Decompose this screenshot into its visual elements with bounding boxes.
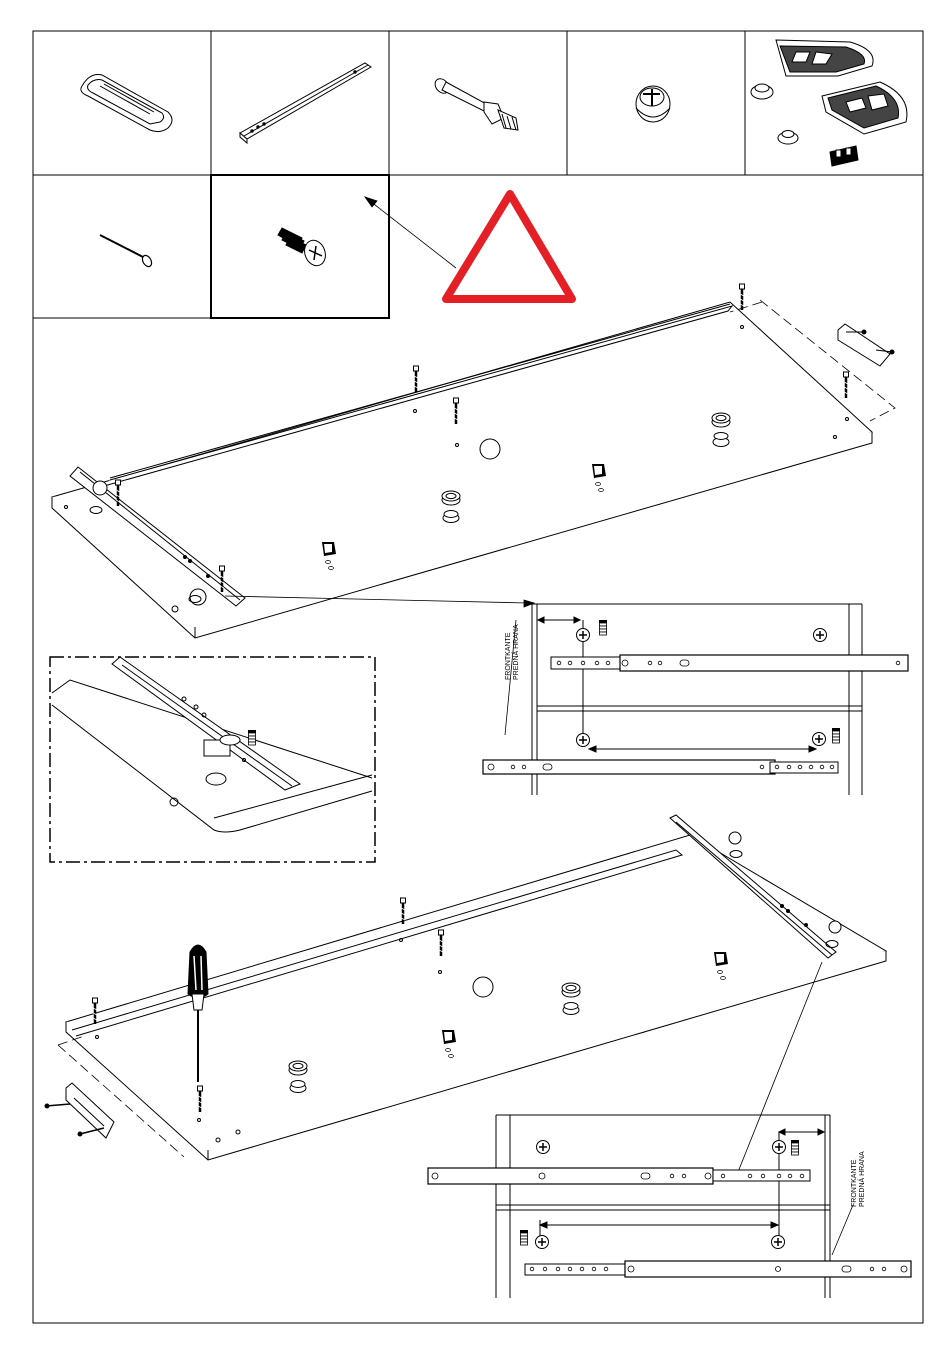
euro-screw-icon	[791, 1140, 799, 1155]
front-edge-label: FRONTKANTE	[851, 1159, 858, 1207]
euro-screw-icon	[278, 228, 329, 269]
connector-screw	[401, 898, 406, 924]
euro-screw-icon	[832, 728, 840, 743]
front-edge-label-secondary: PREDNÁ HRANA	[511, 624, 520, 680]
connector-screw	[740, 284, 745, 310]
rail-position-detail-bottom	[428, 1115, 911, 1298]
bottom-panel-assembly	[58, 815, 886, 1160]
rail-holes	[488, 660, 900, 770]
phillips-screw-head	[813, 733, 826, 746]
euro-screw-icon	[248, 730, 256, 745]
front-edge-label-secondary: PREDNÁ HRANA	[857, 1151, 866, 1207]
connector-screw	[414, 366, 419, 392]
shelf-support-pad-icon	[45, 1083, 114, 1138]
shelf-support-pad-icon	[838, 324, 894, 366]
connector-screw	[844, 372, 849, 398]
euro-screw-icon	[599, 620, 607, 635]
phillips-screw-head	[577, 734, 590, 747]
cam-lock-fitting-icon	[636, 86, 670, 122]
top-panel-assembly	[52, 300, 895, 638]
connector-bolt-icon	[432, 76, 518, 130]
page-frame	[33, 31, 923, 1323]
euro-screw-icon	[520, 1230, 528, 1245]
front-edge-label: FRONTKANTE	[505, 632, 512, 680]
corner-bracket-set-icon	[751, 40, 907, 166]
phillips-screw-head	[536, 1236, 549, 1249]
phillips-screw-head	[814, 629, 827, 642]
warning-pointer-arrow	[365, 197, 456, 268]
zoom-detail-box	[50, 657, 375, 862]
warning-triangle-icon	[446, 194, 572, 299]
phillips-screw-head	[577, 629, 590, 642]
nail-icon	[100, 235, 153, 268]
phillips-screw-head	[773, 1141, 786, 1154]
shelf-support-pad-icon	[81, 74, 172, 131]
phillips-screw-head	[537, 1141, 550, 1154]
rail-holes	[432, 1173, 907, 1272]
drawer-runner-rail-icon	[240, 63, 371, 143]
phillips-screw-head	[772, 1236, 785, 1249]
